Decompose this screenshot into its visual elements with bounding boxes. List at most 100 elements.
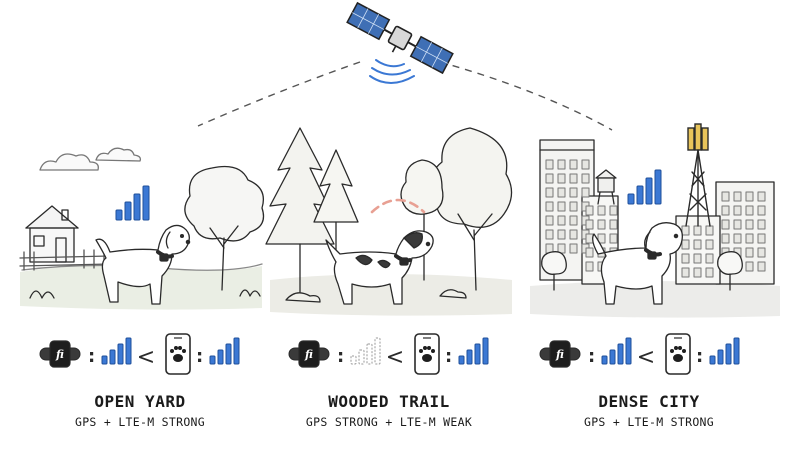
building-window [582,174,589,183]
signal-bar [226,344,231,364]
signal-bar [118,344,123,364]
building-window [586,234,593,243]
separator: : [445,346,452,367]
signal-bar [475,344,480,364]
scene-label-dense-city: DENSE CITY GPS + LTE-M STRONG [524,392,774,429]
signal-bar [718,350,723,364]
building-window [598,206,605,215]
building-window [722,220,729,229]
signal-bar [710,356,715,364]
signal-bar [210,356,215,364]
signal-meter-dense-city [628,170,661,204]
separator: : [337,346,344,367]
scene-title: DENSE CITY [524,392,774,411]
collar-tracker-icon: fi [289,341,329,367]
signal-bar [655,170,661,204]
satellite-broadcast-waves [370,60,414,83]
collar-signal-bars [351,338,380,364]
signal-bar [110,350,115,364]
building-window [746,248,753,257]
signal-bar [628,194,634,204]
signal-bar [143,186,149,220]
separator: : [696,346,703,367]
scene-subtitle: GPS + LTE-M STRONG [15,415,265,429]
building-window [546,174,553,183]
building-window [758,206,765,215]
signal-bar [602,356,607,364]
phone-app-icon [166,334,190,374]
building-window [582,188,589,197]
building-window [546,202,553,211]
signal-meter-open-yard [116,186,149,220]
collar-tracker-icon: fi [40,341,80,367]
signal-bar [610,350,615,364]
collar-logo: fi [555,348,564,361]
building-window [746,206,753,215]
scene-label-open-yard: OPEN YARD GPS + LTE-M STRONG [15,392,265,429]
building-window [706,254,713,263]
scene-wooded-trail [266,128,512,316]
building-window [682,240,689,249]
scene-title: OPEN YARD [15,392,265,411]
building-window [746,234,753,243]
collar-logo: fi [304,348,313,361]
phone-app-icon [415,334,439,374]
tree-icon [430,128,511,290]
signal-bar [126,338,131,364]
building-window [570,216,577,225]
building-window [722,234,729,243]
building-window [570,202,577,211]
building-window [546,216,553,225]
building-window [570,188,577,197]
scene-title: WOODED TRAIL [264,392,514,411]
building-window [746,262,753,271]
building-window [758,192,765,201]
building-window [582,160,589,169]
building-window [610,234,617,243]
building-window [706,240,713,249]
building-window [722,206,729,215]
signal-bar [116,210,122,220]
building-window [694,268,701,277]
comparison-symbol: < [137,345,155,370]
building-window [758,248,765,257]
building-window [586,248,593,257]
building-window [558,188,565,197]
building-window [546,188,553,197]
building-window [610,220,617,229]
building-window [586,206,593,215]
phone-signal-bars [210,338,239,364]
building-window [734,220,741,229]
collar-logo: fi [55,348,64,361]
cloud-icon [96,148,140,161]
phone-signal-bars [459,338,488,364]
signal-bar [218,350,223,364]
signal-bar [734,338,739,364]
phone-app-icon [666,334,690,374]
building-window [746,220,753,229]
signal-bar [134,194,140,220]
building-window [694,240,701,249]
building-window [570,160,577,169]
signal-bar [375,338,380,364]
building-window [570,174,577,183]
separator: : [588,346,595,367]
comparison-symbol: < [637,345,655,370]
building-window [734,206,741,215]
phone-signal-bars [710,338,739,364]
lte-signal-bars-open-yard [116,186,149,220]
device-comparison-rows: fi:<:fi:<:fi:<: [40,334,739,374]
collar-signal-bars [102,338,131,364]
building-window [558,202,565,211]
signal-bar [618,344,623,364]
building-window [746,192,753,201]
building-window [706,268,713,277]
separator: : [196,346,203,367]
building-window [734,234,741,243]
building-window [546,160,553,169]
collar-signal-bars [602,338,631,364]
building-window [758,262,765,271]
comparison-wooded-trail: fi:<: [289,334,488,374]
comparison-open-yard: fi:<: [40,334,239,374]
